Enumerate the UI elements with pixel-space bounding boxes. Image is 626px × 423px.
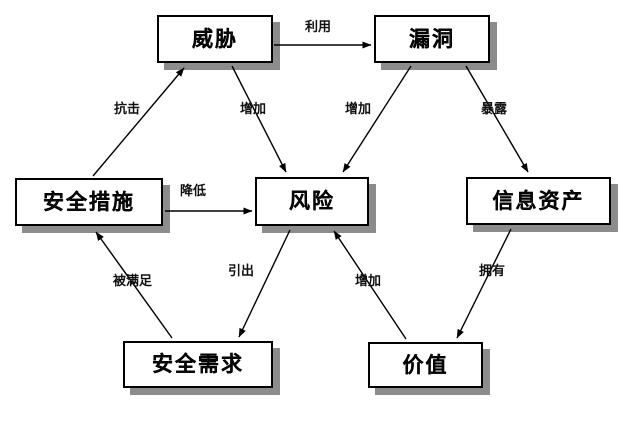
node-threat-label: 威胁 [192, 26, 238, 51]
edge-label-increase-value-risk: 增加 [355, 274, 382, 289]
node-threat[interactable]: 威胁 [157, 15, 273, 63]
node-security-requirements[interactable]: 安全需求 [123, 341, 273, 388]
node-information-assets[interactable]: 信息资产 [466, 177, 611, 225]
edge-vulnerability-to-assets [465, 65, 529, 173]
edge-label-own: 拥有 [479, 264, 506, 279]
edge-risk-to-requirements [238, 229, 291, 338]
node-risk[interactable]: 风险 [255, 177, 369, 226]
node-security-measures[interactable]: 安全措施 [15, 178, 163, 226]
node-value-label: 价值 [402, 352, 449, 377]
node-risk-label: 风险 [289, 189, 335, 213]
node-vulnerability-label: 漏洞 [409, 26, 455, 51]
edge-label-satisfied: 被满足 [113, 274, 153, 289]
node-value[interactable]: 价值 [368, 342, 483, 388]
edge-assets-to-value [456, 228, 512, 339]
edge-label-reduce: 降低 [180, 184, 207, 199]
edge-vulnerability-to-risk [342, 65, 412, 173]
edge-label-derive: 引出 [228, 264, 255, 279]
edge-label-resist: 抗击 [114, 102, 141, 117]
edge-threat-to-risk [231, 65, 287, 173]
node-security-requirements-label: 安全需求 [152, 352, 244, 376]
node-information-assets-label: 信息资产 [492, 188, 585, 213]
edge-value-to-risk [333, 230, 407, 340]
edge-label-increase-threat-risk: 增加 [240, 102, 267, 117]
edge-label-expose: 暴露 [481, 102, 508, 117]
edge-label-increase-vuln-risk: 增加 [345, 102, 372, 117]
node-security-measures-label: 安全措施 [43, 189, 135, 214]
edge-requirements-to-measures [95, 231, 173, 339]
edge-measures-to-threat [92, 67, 185, 177]
edge-label-exploit: 利用 [305, 20, 332, 35]
node-vulnerability[interactable]: 漏洞 [374, 15, 490, 63]
